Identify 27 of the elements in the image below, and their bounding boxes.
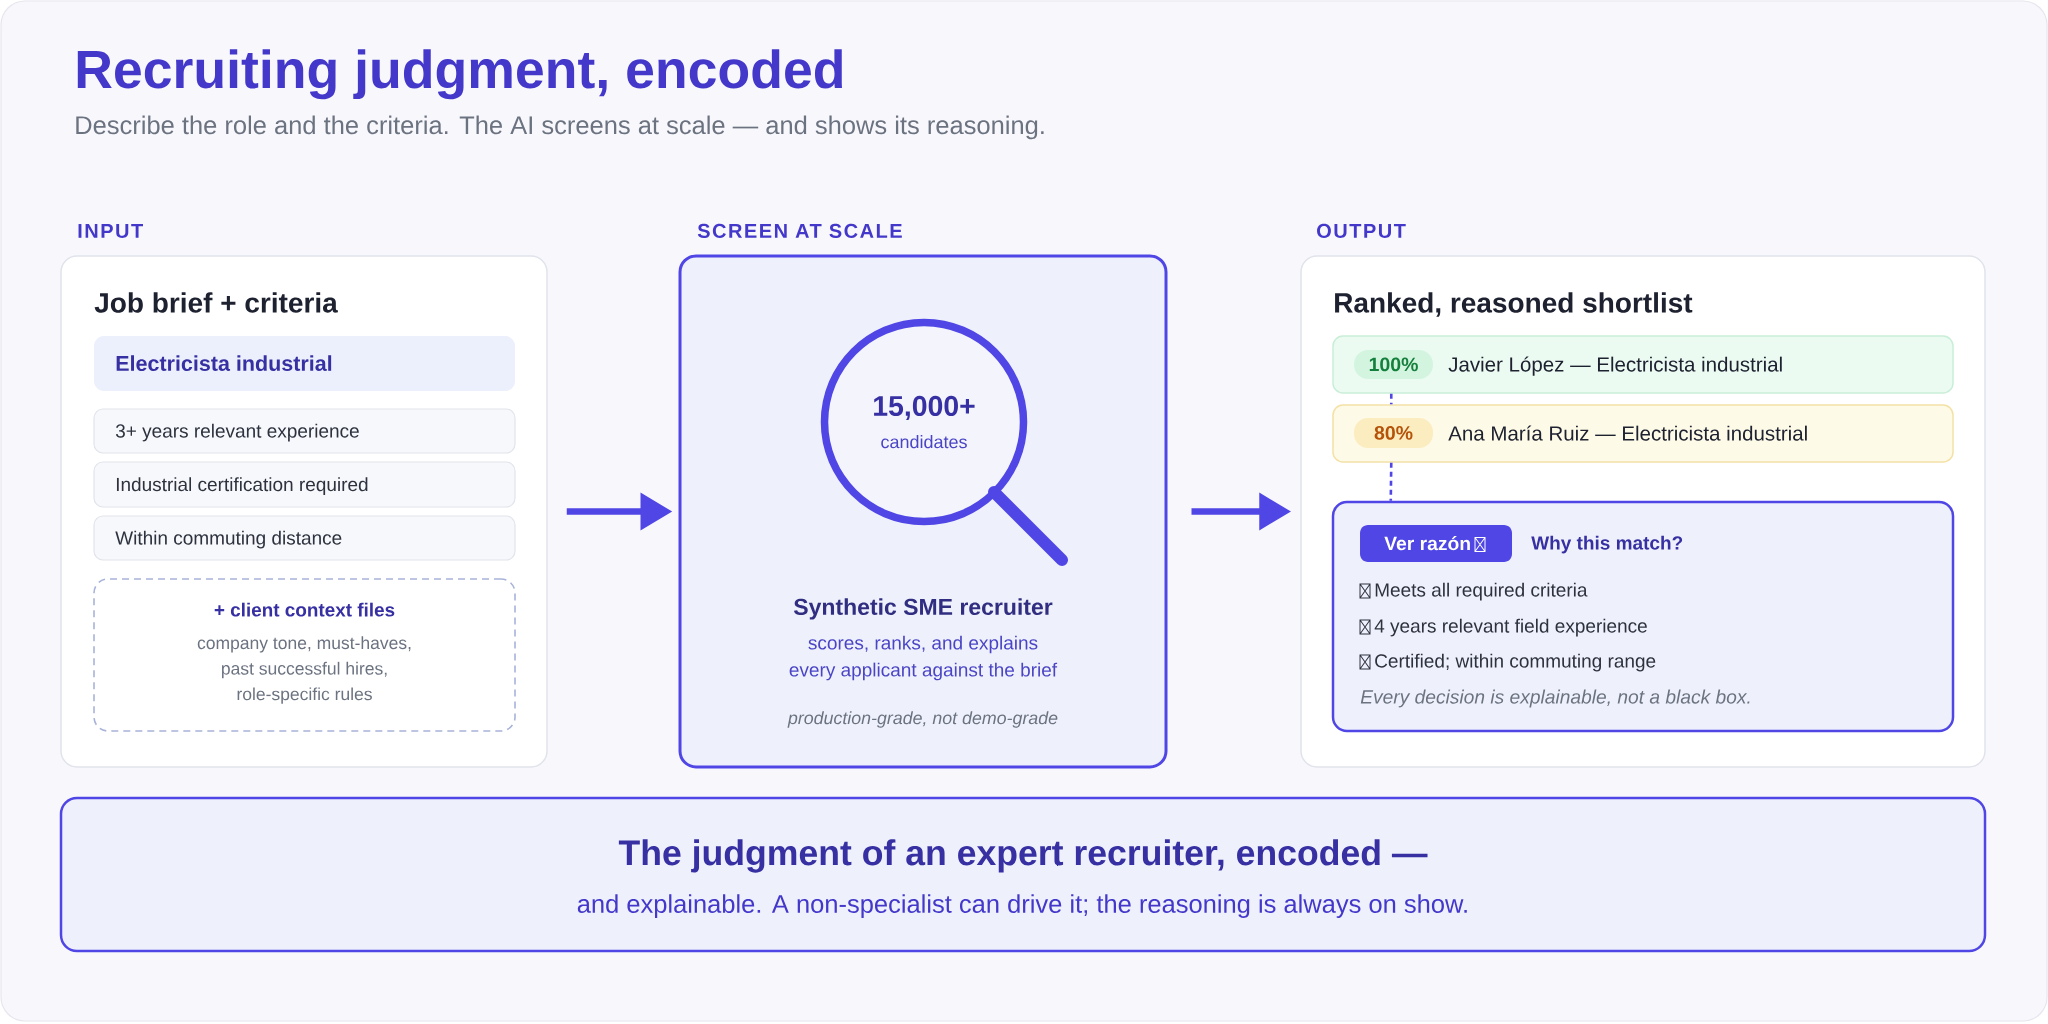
score-badge: 80% — [1354, 418, 1433, 448]
criterion-box: Within commuting distance — [93, 515, 516, 561]
section-label: INPUT — [78, 224, 143, 238]
panel-heading: Job brief + criteria — [94, 292, 338, 313]
panel-heading: Ranked, reasoned shortlist — [1335, 292, 1693, 317]
candidate-name: Ana María Ruiz — Electricista industrial — [1448, 425, 1807, 441]
banner-text: and explainable. A non-specialist can drive it; the reasoning is always on show. — [577, 894, 1467, 918]
box-heading: + client context files — [214, 602, 395, 617]
candidate-name: Javier López — Electricista industrial — [1448, 356, 1782, 376]
reason-button: Ver razón — [1360, 525, 1512, 562]
body-text: scores, ranks, and explains every applicant against the brief — [789, 635, 1058, 681]
note-text: production-grade, not demo-grade — [787, 711, 1058, 728]
question-text: Why this match? — [1531, 535, 1683, 554]
title: Recruiting judgment, encoded — [77, 49, 842, 100]
body-text: company tone, must-haves, past successful hires, role-specific rules — [197, 636, 411, 704]
criterion-box: 3+ years relevant experience — [93, 408, 516, 454]
role-tag: Electricista industrial — [94, 336, 515, 391]
criterion-box: Industrial certification required — [93, 461, 516, 508]
panel-heading: Synthetic SME recruiter — [793, 598, 1053, 620]
section-label: OUTPUT — [1317, 223, 1406, 238]
note-text: Every decision is explainable, not a black box. — [1360, 689, 1750, 708]
section-label: SCREEN AT SCALE — [697, 223, 902, 238]
reason-text: Meets all required criteria — [1375, 582, 1588, 601]
subtitle: Describe the role and the criteria. The AI screens at scale — and shows its reasoning. — [76, 115, 1044, 140]
banner-heading: The judgment of an expert recruiter, encoded — — [618, 839, 1428, 873]
reason-text: 4 years relevant field experience — [1374, 618, 1647, 637]
reason-text: Certified; within commuting range — [1375, 653, 1656, 672]
